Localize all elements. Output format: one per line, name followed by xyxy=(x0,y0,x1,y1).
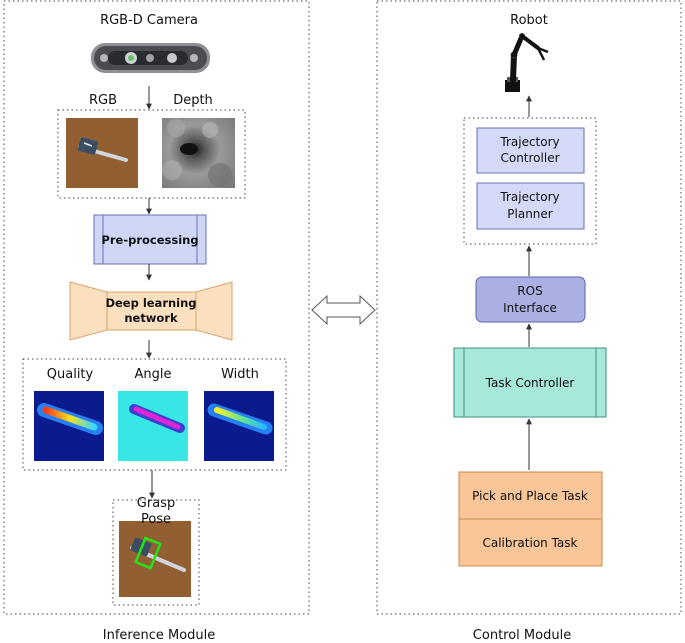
grasp-pose-frame xyxy=(112,499,200,606)
dl-label-line2: network xyxy=(124,311,178,325)
robot-arm-icon xyxy=(505,33,549,92)
preprocessing-label: Pre-processing xyxy=(101,233,198,247)
grasp-label-line1: Grasp xyxy=(137,496,175,511)
pick-place-task-label: Pick and Place Task xyxy=(472,489,588,503)
trajectory-planner-block: Trajectory Planner xyxy=(476,182,585,230)
trajectory-frame xyxy=(463,117,597,245)
input-images-frame xyxy=(57,109,246,199)
task-controller-label: Task Controller xyxy=(485,376,575,390)
angle-map xyxy=(118,391,188,461)
ros-interface-block: ROS Interface xyxy=(475,276,586,323)
camera-label: RGB-D Camera xyxy=(100,13,198,28)
task-controller-block: Task Controller xyxy=(453,347,607,418)
output-maps-frame xyxy=(22,358,287,471)
grasp-label-line2: Pose xyxy=(141,512,171,527)
traj-controller-line2: Controller xyxy=(500,151,559,165)
calibration-task-label: Calibration Task xyxy=(482,536,577,550)
rgbd-camera-icon xyxy=(91,43,210,73)
traj-planner-line1: Trajectory xyxy=(499,190,559,204)
ros-line1: ROS xyxy=(517,284,542,298)
width-label: Width xyxy=(221,367,259,382)
depth-label: Depth xyxy=(173,93,213,108)
depth-image xyxy=(162,118,235,188)
traj-controller-line1: Trajectory xyxy=(499,135,559,149)
control-module-caption: Control Module xyxy=(473,628,571,643)
ros-line2: Interface xyxy=(503,301,557,315)
bidirectional-link-arrow xyxy=(311,294,376,326)
tasks-block: Pick and Place Task Calibration Task xyxy=(458,471,603,567)
quality-map xyxy=(34,391,104,461)
rgb-image xyxy=(66,118,138,188)
dl-label-line1: Deep learning xyxy=(105,296,196,310)
inference-module-caption: Inference Module xyxy=(103,628,216,643)
rgb-label: RGB xyxy=(89,93,117,108)
grasp-pose-image xyxy=(119,521,191,597)
trajectory-controller-block: Trajectory Controller xyxy=(476,127,585,174)
deep-learning-network-block: Deep learning network xyxy=(69,281,233,341)
traj-planner-line2: Planner xyxy=(507,207,553,221)
preprocessing-block: Pre-processing xyxy=(93,214,207,265)
quality-label: Quality xyxy=(47,367,94,382)
angle-label: Angle xyxy=(135,367,172,382)
width-map xyxy=(204,391,274,461)
robot-label: Robot xyxy=(510,13,548,28)
